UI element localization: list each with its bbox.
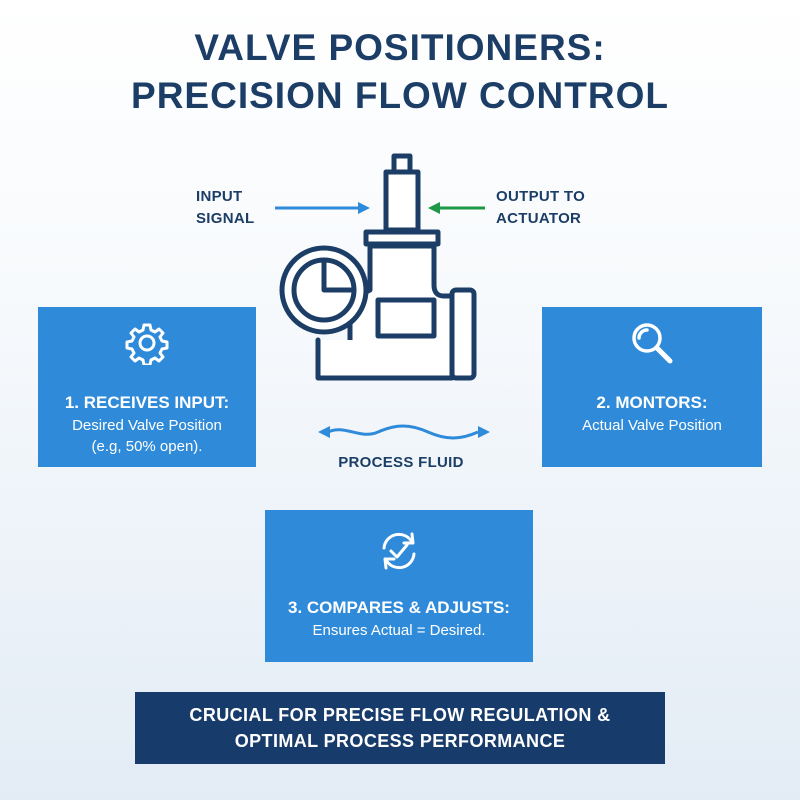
title-line-2: PRECISION FLOW CONTROL	[131, 75, 669, 116]
step-3-heading: 3. COMPARES & ADJUSTS:	[288, 598, 510, 617]
banner-line-2: OPTIMAL PROCESS PERFORMANCE	[234, 731, 566, 751]
step-2-line-1: Actual Valve Position	[582, 417, 722, 434]
step-1-line-1: Desired Valve Position	[72, 417, 222, 434]
refresh-check-icon	[382, 532, 416, 570]
title-line-1: VALVE POSITIONERS:	[194, 27, 606, 68]
magnifier-icon	[632, 323, 673, 364]
output-label-line-2: ACTUATOR	[496, 210, 582, 227]
banner-line-1: CRUCIAL FOR PRECISE FLOW REGULATION &	[189, 705, 611, 725]
output-to-actuator-arrow	[428, 202, 485, 214]
output-label-line-1: OUTPUT TO	[496, 188, 586, 205]
step-2-heading: 2. MONTORS:	[596, 393, 708, 412]
input-signal-label: INPUT SIGNAL	[196, 186, 266, 230]
valve-icon	[279, 153, 477, 381]
process-fluid-label: PROCESS FLUID	[338, 454, 464, 471]
page-title: VALVE POSITIONERS: PRECISION FLOW CONTRO…	[0, 24, 800, 120]
input-signal-arrow	[275, 202, 370, 214]
step-box-receives-input: 1. RECEIVES INPUT: Desired Valve Positio…	[38, 307, 256, 467]
process-fluid-arrow	[318, 424, 490, 440]
step-1-line-2: (e.g, 50% open).	[91, 438, 203, 455]
input-signal-label-line-1: INPUT	[196, 188, 243, 205]
step-box-monitors: 2. MONTORS: Actual Valve Position	[542, 307, 762, 467]
step-3-line-1: Ensures Actual = Desired.	[312, 622, 486, 639]
input-signal-label-line-2: SIGNAL	[196, 210, 255, 227]
gear-icon	[125, 323, 169, 365]
output-to-actuator-label: OUTPUT TO ACTUATOR	[496, 186, 606, 230]
step-1-heading: 1. RECEIVES INPUT:	[64, 393, 230, 412]
step-box-compares-adjusts: 3. COMPARES & ADJUSTS: Ensures Actual = …	[265, 510, 533, 662]
summary-banner: CRUCIAL FOR PRECISE FLOW REGULATION & OP…	[135, 692, 665, 764]
